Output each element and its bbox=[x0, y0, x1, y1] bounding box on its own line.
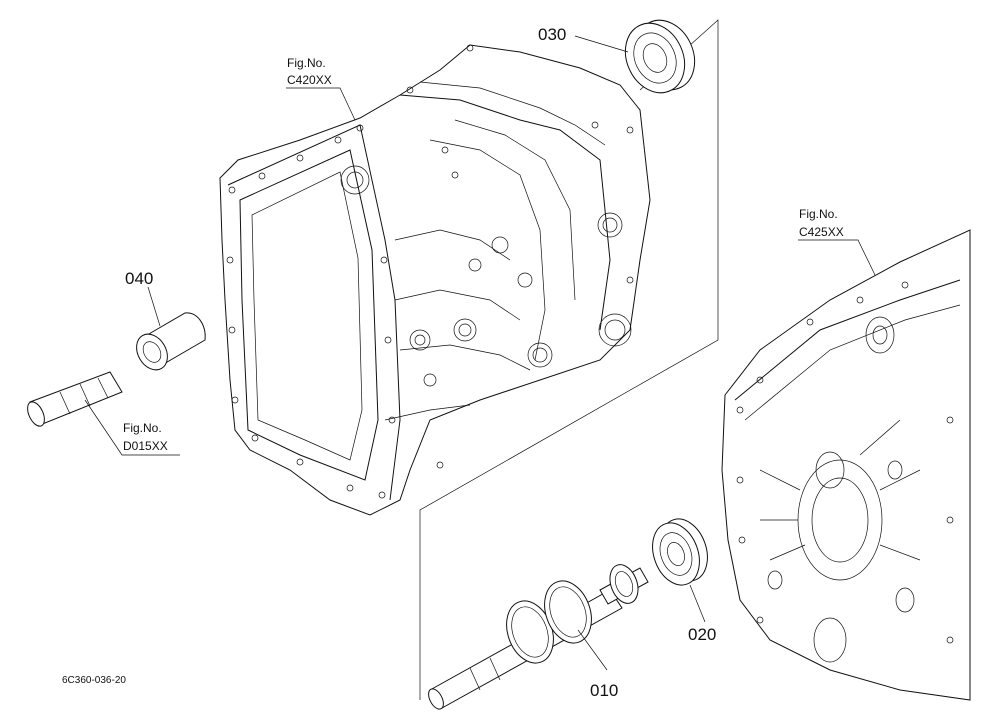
leader-d015 bbox=[84, 399, 180, 456]
projection-line-upper bbox=[419, 19, 719, 700]
bearing-020 bbox=[652, 518, 708, 586]
fig-ref-c420-label: Fig.No. bbox=[287, 56, 326, 70]
part-number-020: 020 bbox=[688, 625, 716, 644]
fig-ref-c425: Fig.No. C425XX bbox=[798, 207, 876, 276]
gear-shaft-010 bbox=[428, 564, 649, 710]
fig-ref-d015-code: D015XX bbox=[123, 439, 168, 453]
drawing-code: 6C360-036-20 bbox=[62, 675, 126, 686]
transmission-case-c425 bbox=[721, 229, 971, 701]
fig-ref-d015-label: Fig.No. bbox=[123, 421, 162, 435]
fig-ref-c420: Fig.No. C420XX bbox=[286, 56, 356, 121]
shaft-d015 bbox=[27, 371, 123, 427]
fig-ref-c425-label: Fig.No. bbox=[799, 207, 838, 221]
collar-040 bbox=[136, 312, 206, 371]
fig-ref-d015: Fig.No. D015XX bbox=[123, 421, 168, 453]
part-number-040: 040 bbox=[125, 269, 153, 288]
part-number-030: 030 bbox=[538, 25, 566, 44]
fig-ref-c425-code: C425XX bbox=[799, 225, 844, 239]
transmission-case-c420 bbox=[219, 44, 651, 516]
leader-010 bbox=[577, 629, 608, 671]
fig-ref-c420-code: C420XX bbox=[287, 73, 332, 87]
leader-040 bbox=[147, 286, 161, 327]
bearing-030 bbox=[624, 19, 696, 94]
leader-030 bbox=[574, 35, 629, 53]
leader-020 bbox=[689, 584, 706, 623]
part-number-010: 010 bbox=[590, 681, 618, 700]
